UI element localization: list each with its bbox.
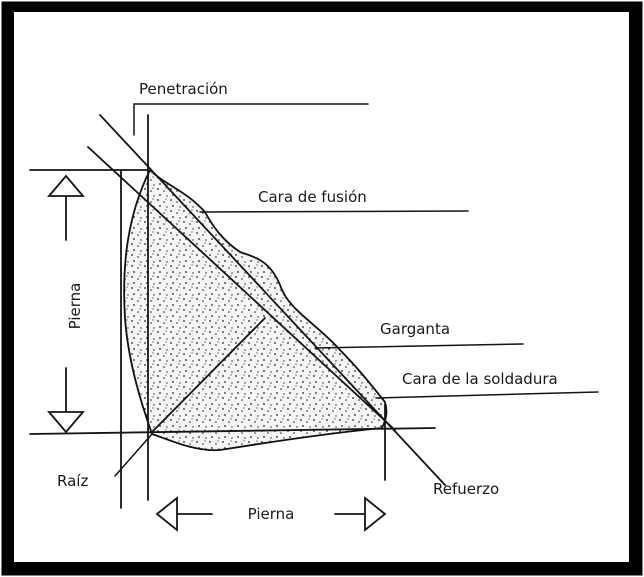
cara-soldadura-label: Cara de la soldadura (402, 370, 558, 388)
raiz-label: Raíz (57, 472, 88, 490)
raiz-leader (114, 433, 153, 477)
pierna-horizontal-label: Pierna (248, 505, 295, 523)
garganta-label: Garganta (380, 320, 450, 338)
cara-soldadura-leader (375, 391, 599, 399)
cara-fusion-label: Cara de fusión (258, 188, 367, 206)
penetracion-label: Penetración (139, 80, 228, 98)
cara-fusion-leader (199, 210, 469, 213)
penetracion-leader (133, 103, 369, 136)
garganta-leader (314, 343, 524, 349)
vertical-dimension-arrow-top (47, 174, 85, 241)
throat-line (151, 317, 266, 433)
reinforcement-diagonal (87, 146, 396, 431)
inner-frame (14, 12, 629, 562)
refuerzo-label: Refuerzo (433, 480, 499, 498)
horizontal-dimension-arrow-left (155, 496, 213, 532)
horizontal-plate-line-bottom (29, 427, 436, 435)
vertical-dimension-arrow-bottom (47, 367, 85, 434)
horizontal-dimension-arrow-right (334, 496, 387, 532)
pierna-vertical-label: Pierna (66, 283, 84, 330)
